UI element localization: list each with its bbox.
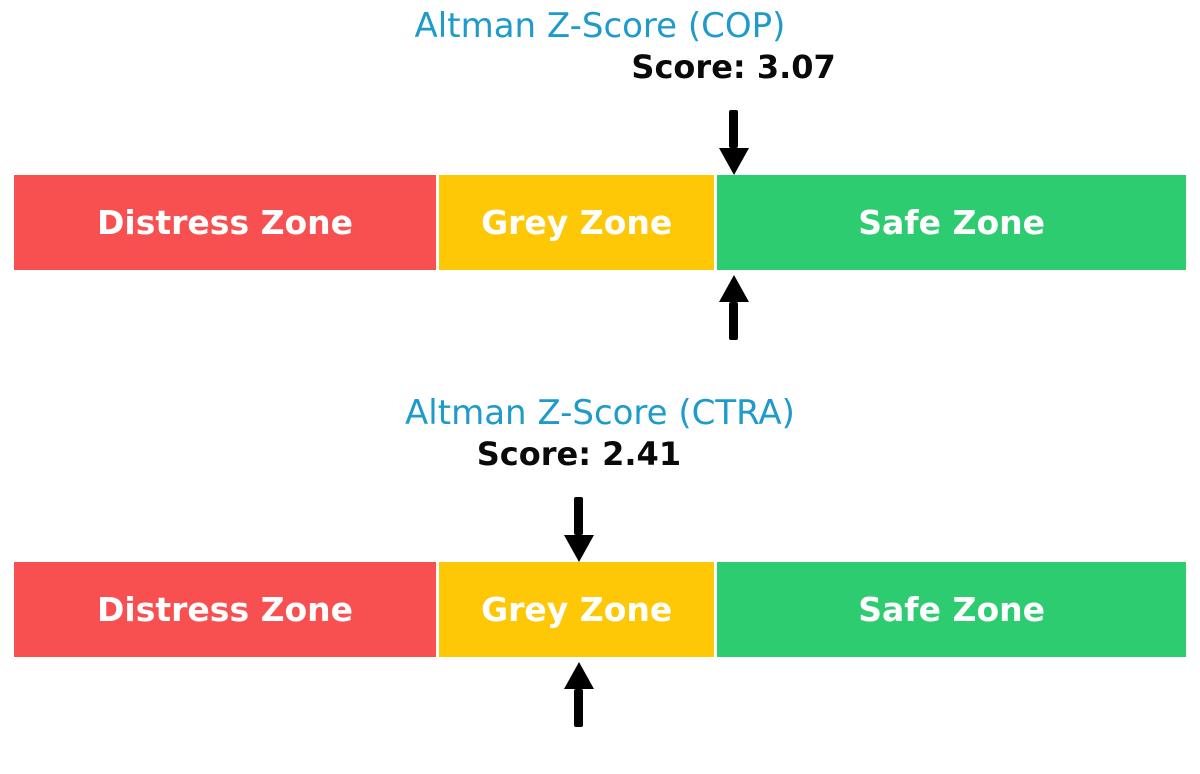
arrow-up-icon [563,662,594,727]
chart-title: Altman Z-Score (CTRA) [405,393,795,433]
arrow-up-icon [718,275,749,340]
zone-label: Distress Zone [97,590,354,629]
score-marker-layer: Score: 2.41 [14,387,1186,732]
arrow-shaft [574,497,584,535]
zone-segment-distress: Distress Zone [14,562,437,657]
zone-segment-distress: Distress Zone [14,175,437,270]
zscore-chart-cop: Altman Z-Score (COP) Score: 3.07 Distres… [0,0,1200,345]
arrow-shaft [729,110,739,148]
arrow-head [563,535,594,562]
zone-segment-grey: Grey Zone [439,175,715,270]
zone-segment-grey: Grey Zone [439,562,715,657]
arrow-down-icon [718,110,749,175]
zone-label: Safe Zone [858,203,1045,242]
chart-title: Altman Z-Score (COP) [414,6,786,46]
zone-bar: Distress Zone Grey Zone Safe Zone [14,562,1186,657]
arrow-shaft [574,689,584,727]
zone-bar: Distress Zone Grey Zone Safe Zone [14,175,1186,270]
zone-label: Distress Zone [97,203,354,242]
score-label: Score: 2.41 [476,435,682,473]
arrow-head [563,662,594,689]
score-marker-layer: Score: 3.07 [14,0,1186,345]
arrow-down-icon [563,497,594,562]
zone-segment-safe: Safe Zone [717,175,1186,270]
score-label: Score: 3.07 [631,48,836,86]
arrow-shaft [729,302,739,340]
zone-segment-safe: Safe Zone [717,562,1186,657]
arrow-head [718,275,749,302]
arrow-head [718,148,749,175]
zone-label: Grey Zone [481,203,673,242]
zone-label: Safe Zone [858,590,1045,629]
zone-label: Grey Zone [481,590,673,629]
zscore-chart-ctra: Altman Z-Score (CTRA) Score: 2.41 Distre… [0,387,1200,732]
